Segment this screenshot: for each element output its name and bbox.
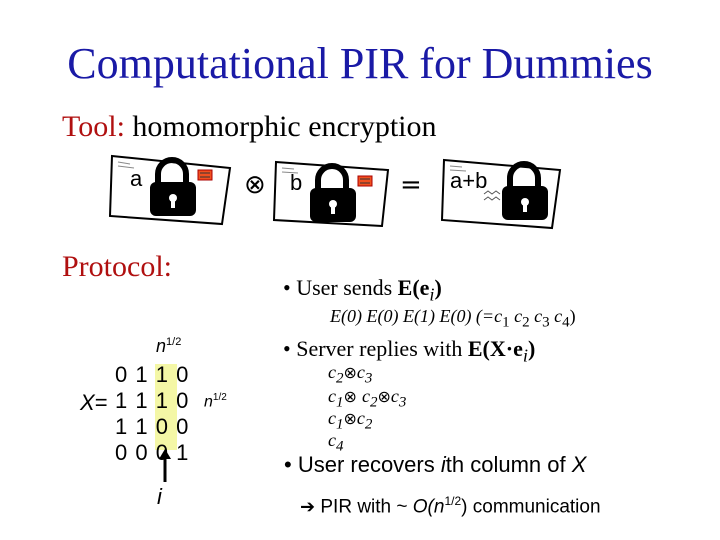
conclusion-tail: ) communication bbox=[461, 496, 601, 518]
tool-text: homomorphic encryption bbox=[132, 110, 437, 143]
padlock-icon bbox=[502, 161, 548, 220]
conclusion-n: n bbox=[433, 496, 445, 518]
matrix-right-size: n1/2 bbox=[204, 392, 227, 411]
times-operator: ⊗ bbox=[244, 170, 266, 200]
tool-line: Tool: homomorphic encryption bbox=[62, 110, 437, 144]
encrypted-envelope-sum: a+b bbox=[440, 158, 562, 230]
stamp-icon bbox=[357, 175, 373, 187]
envelope-b-label: b bbox=[290, 170, 302, 195]
protocol-label: Protocol: bbox=[62, 250, 172, 283]
envelope-sum-label: a+b bbox=[450, 168, 487, 193]
encrypted-envelope-a: a bbox=[108, 154, 232, 226]
bullet-server-replies: • Server replies with E(X·ei) bbox=[283, 336, 535, 366]
bullet-3-i: i bbox=[440, 452, 446, 477]
up-arrow-icon bbox=[159, 449, 171, 482]
column-index-label: i bbox=[157, 484, 162, 509]
matrix-top-size: n1/2 bbox=[156, 336, 182, 356]
bullet-3-tail: th column of bbox=[445, 452, 572, 477]
c-sub-4: 4 bbox=[562, 314, 570, 331]
matrix: 0 1 1 0 1 1 1 0 1 1 0 0 0 0 0 1 bbox=[115, 362, 189, 466]
padlock-icon bbox=[310, 163, 356, 222]
conclusion-text: PIR with ~ bbox=[320, 496, 413, 518]
matrix-row: 1 1 0 0 bbox=[115, 414, 190, 439]
conclusion-o: O( bbox=[412, 496, 434, 518]
encrypted-vector-close: ) bbox=[569, 306, 576, 326]
conclusion-exp: 1/2 bbox=[444, 494, 462, 508]
reply-row-2: c1⊗ c2⊗c3 bbox=[328, 386, 407, 411]
encrypted-vector: E(0) E(0) E(1) E(0) (=c1 c2 c3 c4) bbox=[330, 306, 576, 331]
bullet-2-sub: i bbox=[522, 345, 528, 366]
bullet-2-prefix: • Server replies with bbox=[283, 336, 468, 361]
c-sub-2: 2 bbox=[522, 314, 530, 331]
slide-title: Computational PIR for Dummies bbox=[67, 39, 653, 88]
equals-operator: = bbox=[400, 170, 422, 200]
right-arrow-icon: ➔ bbox=[300, 496, 316, 518]
padlock-icon bbox=[150, 157, 196, 216]
bullet-user-sends: • User sends E(ei) bbox=[283, 275, 442, 305]
matrix-row: 1 1 1 0 bbox=[115, 388, 190, 413]
bullet-2-end: ) bbox=[527, 336, 536, 361]
bullet-1-sub: i bbox=[429, 284, 435, 305]
envelope-a-label: a bbox=[130, 166, 143, 191]
tool-label: Tool: bbox=[62, 110, 125, 143]
c-sub-3: 3 bbox=[542, 314, 550, 331]
reply-row-4: c4 bbox=[328, 430, 344, 455]
bullet-3-prefix: • User recovers bbox=[284, 452, 441, 477]
encrypted-envelope-b: b bbox=[272, 160, 390, 228]
bullet-1-end: ) bbox=[434, 275, 442, 300]
reply-row-1: c2⊗c3 bbox=[328, 362, 373, 387]
c-sub-1: 1 bbox=[502, 314, 510, 331]
matrix-row: 0 1 1 0 bbox=[115, 362, 190, 387]
bullet-2-main: E(X·e bbox=[467, 336, 523, 361]
scribble-icon bbox=[483, 190, 501, 201]
selected-column-highlight bbox=[155, 364, 177, 450]
bullet-1-prefix: • User sends bbox=[283, 275, 398, 300]
encrypted-vector-values: E(0) E(0) E(1) E(0) (=c bbox=[330, 306, 503, 326]
stamp-icon bbox=[197, 169, 213, 181]
bullet-user-recovers: • User recovers ith column of X bbox=[284, 452, 586, 478]
bullet-1-main: E(e bbox=[397, 275, 430, 300]
matrix-label: X= bbox=[80, 390, 108, 415]
conclusion-line: ➔ PIR with ~ O(n1/2) communication bbox=[300, 494, 601, 518]
bullet-3-x: X bbox=[571, 452, 587, 477]
matrix-row: 0 0 0 1 bbox=[115, 440, 190, 465]
reply-row-3: c1⊗c2 bbox=[328, 408, 373, 433]
